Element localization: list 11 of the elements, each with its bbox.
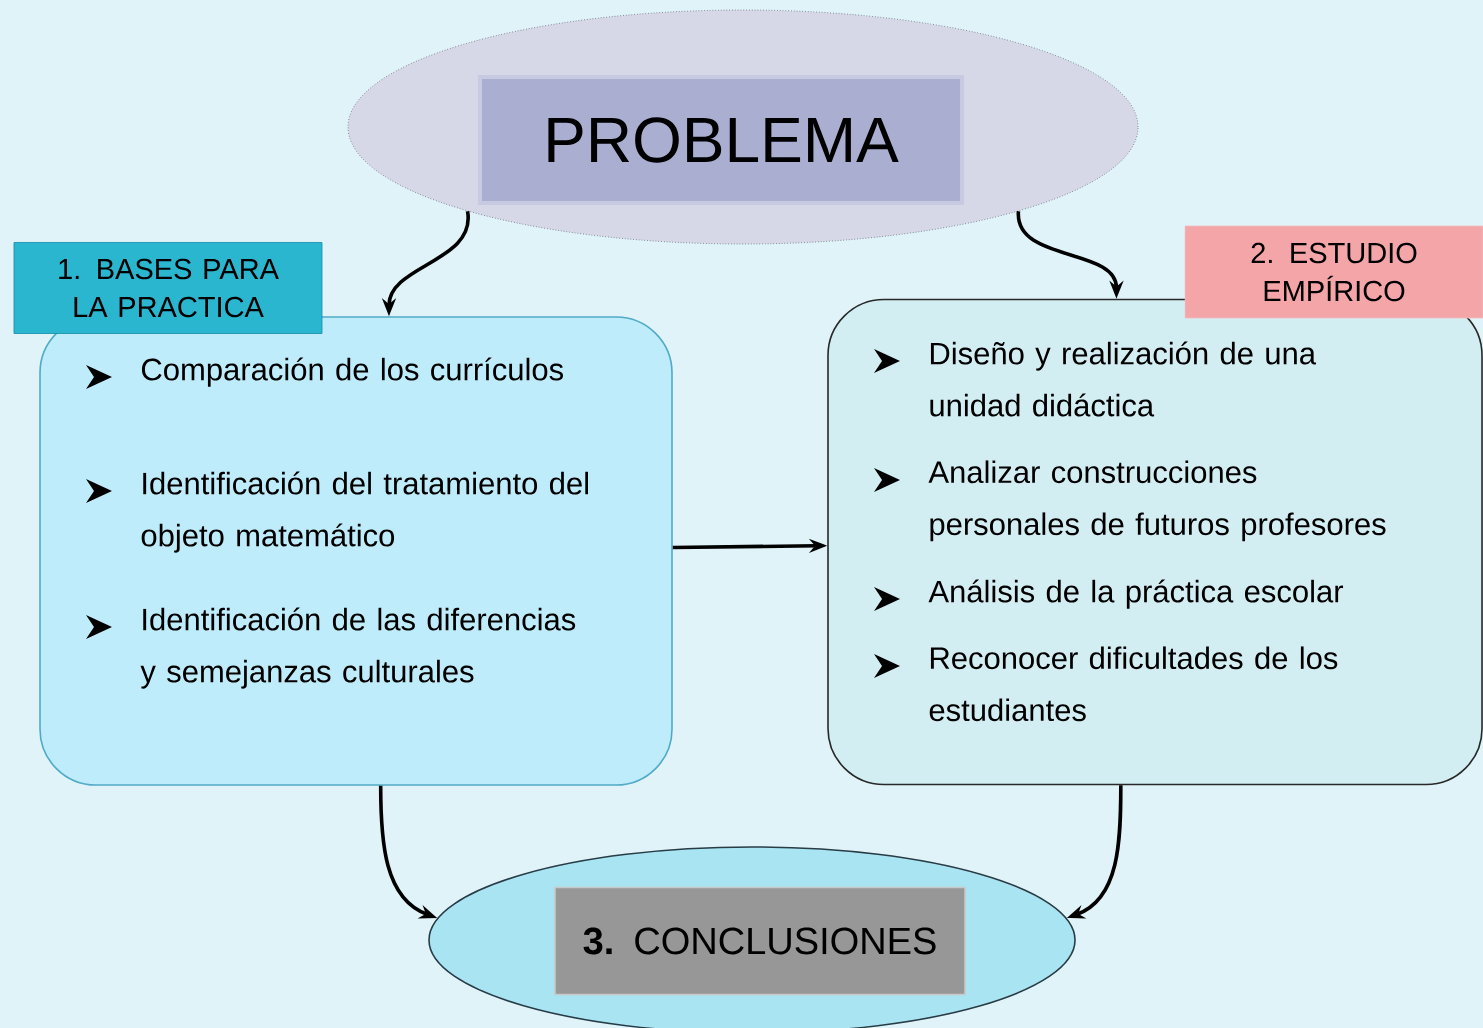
tab-label: 1. BASES PARA LA PRACTICA (13, 242, 323, 334)
bullet-text: Analizar construcciones personales de futuros profesores (928, 460, 1386, 542)
bullet-text: Reconocer dificultades de los estudiantes (929, 646, 1338, 722)
title-box: PROBLEMA (478, 75, 964, 205)
bullet-text: Identificación del tratamiento del objeto matemático (141, 471, 588, 553)
bullet-text: Identificación de las diferencias y semejanzas culturales (140, 607, 576, 689)
bullet-text: Diseño y realización de una unidad didáctica (930, 341, 1316, 417)
tab-label: 2. ESTUDIO EMPÍRICO (1184, 225, 1483, 319)
bullet-text: Comparación de los currículos (141, 357, 563, 387)
bullet-text: Análisis de la práctica escolar (928, 579, 1344, 609)
title-box: 3. CONCLUSIONES (554, 886, 966, 996)
